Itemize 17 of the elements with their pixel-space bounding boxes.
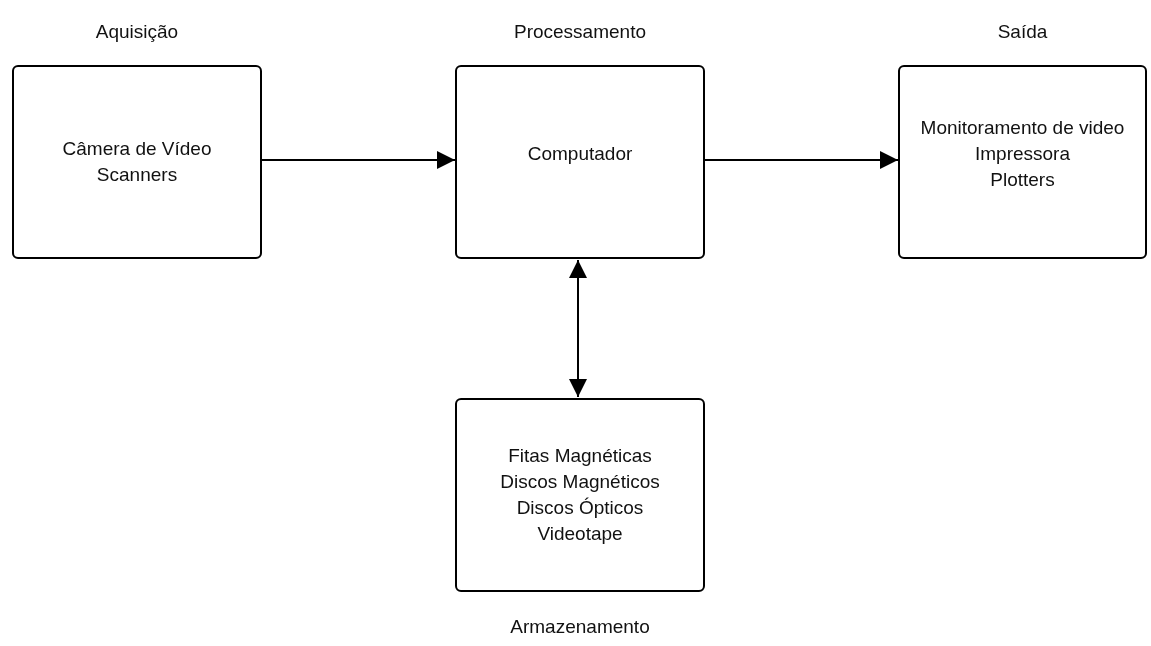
- stage-heading: Armazenamento: [509, 616, 651, 638]
- box-text: Câmera de Vídeo: [62, 137, 212, 161]
- stage-heading: Aquisição: [94, 21, 180, 43]
- box-text: Impressora: [975, 142, 1070, 166]
- arrow: [704, 151, 899, 169]
- stage-heading: Processamento: [513, 21, 647, 43]
- box-text: Computador: [527, 142, 633, 166]
- box-text: Discos Ópticos: [516, 496, 644, 520]
- box-text: Videotape: [537, 522, 623, 546]
- box-text: Monitoramento de video: [920, 116, 1125, 140]
- box-text: Fitas Magnéticas: [508, 444, 652, 468]
- stage-heading: Saída: [996, 21, 1049, 43]
- arrow: [569, 259, 587, 398]
- box-text: Scanners: [96, 163, 178, 187]
- box-text: Plotters: [990, 168, 1055, 192]
- arrow: [261, 151, 456, 169]
- box-text: Discos Magnéticos: [500, 470, 660, 494]
